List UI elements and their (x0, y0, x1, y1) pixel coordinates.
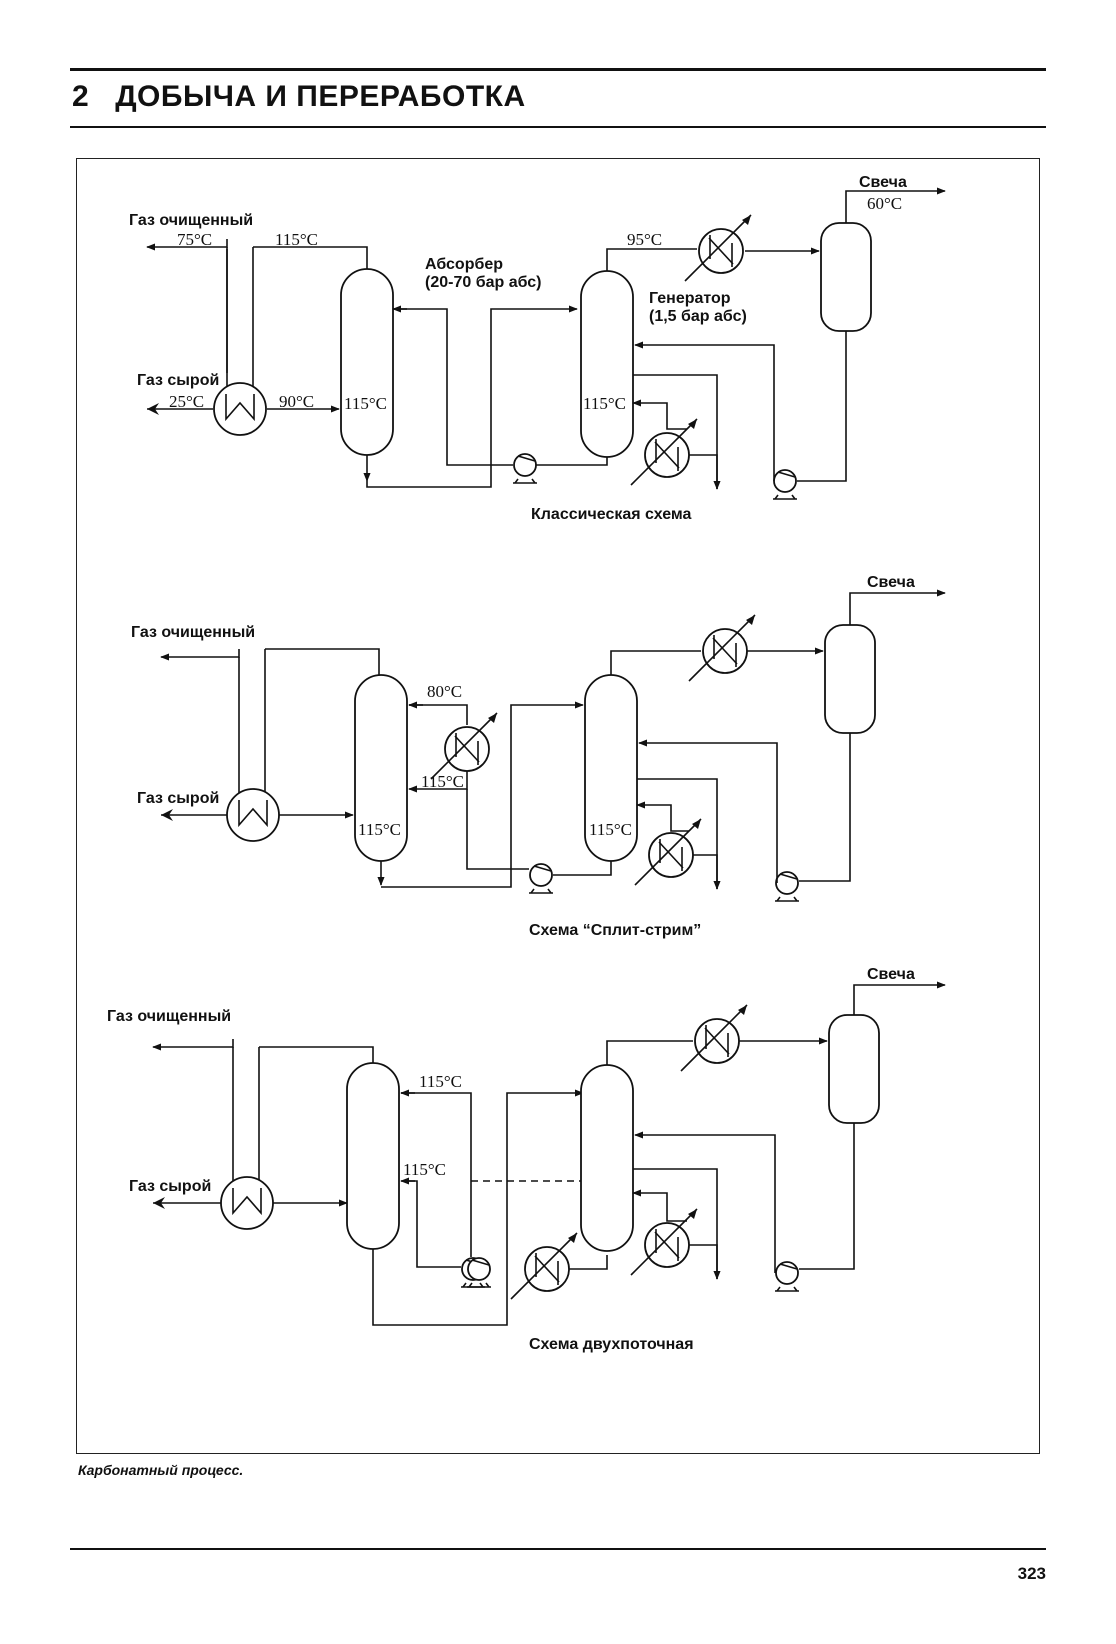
label-gas-clean: Газ очищенный (107, 1008, 231, 1025)
generator-column (580, 1064, 634, 1252)
temp-generator: 115°C (589, 820, 632, 839)
pump-icon (774, 871, 800, 902)
label-gas-clean: Газ очищенный (131, 624, 255, 641)
header-rule-bottom (70, 126, 1046, 128)
label-gas-raw: Газ сырой (137, 790, 219, 807)
scheme-classic (146, 187, 946, 500)
header-rule-top (70, 68, 1046, 71)
label-gas-clean: Газ очищенный (129, 212, 253, 229)
heat-exchanger-icon (213, 382, 267, 436)
temp-raw-in: 25°C (169, 392, 204, 411)
separator-drum (828, 1014, 880, 1124)
cooler-icon (630, 418, 698, 486)
absorber-column (346, 1062, 400, 1250)
temp-hx-out: 90°C (279, 392, 314, 411)
figure-caption: Карбонатный процесс. (78, 1462, 244, 1478)
temp-hx-top: 115°C (275, 230, 318, 249)
temp-lower: 115°C (403, 1160, 446, 1179)
label-gas-raw: Газ сырой (129, 1178, 211, 1195)
scheme-two-stream (152, 981, 946, 1326)
label-gas-raw: Газ сырой (137, 372, 219, 389)
cooler-icon (680, 1004, 748, 1072)
pump-icon (528, 863, 554, 894)
pump-icon (772, 469, 798, 500)
caption-classic: Классическая схема (531, 506, 692, 523)
caption-split-stream: Схема “Сплит-стрим” (529, 922, 701, 939)
generator-column (580, 270, 634, 458)
temp-generator: 115°C (583, 394, 626, 413)
temp-absorber: 115°C (344, 394, 387, 413)
cooler-icon (630, 1208, 698, 1276)
cooler-icon (684, 214, 752, 282)
label-generator: Генератор (649, 290, 731, 307)
label-candle: Свеча (867, 574, 915, 591)
scheme-split-stream (160, 589, 946, 902)
page-header: 2 ДОБЫЧА И ПЕРЕРАБОТКА (72, 80, 526, 114)
cooler-icon (430, 712, 498, 780)
label-candle: Свеча (867, 966, 915, 983)
separator-drum (820, 222, 872, 332)
absorber-column (340, 268, 394, 456)
page-number: 323 (1017, 1564, 1046, 1583)
cooler-icon (510, 1232, 578, 1300)
pump-icon (774, 1261, 800, 1292)
caption-two-stream: Схема двухпоточная (529, 1336, 694, 1353)
separator-drum (824, 624, 876, 734)
label-absorber: Абсорбер (425, 256, 503, 273)
cooler-icon (634, 818, 702, 886)
temp-absorber: 115°C (358, 820, 401, 839)
cooler-icon (688, 614, 756, 682)
temp-upper: 115°C (419, 1072, 462, 1091)
heat-exchanger-icon (220, 1176, 274, 1230)
temp-split-top: 80°C (427, 682, 462, 701)
temp-candle: 60°C (867, 194, 902, 213)
temp-split-mid: 115°C (421, 772, 464, 791)
label-candle: Свеча (859, 174, 907, 191)
chapter-number: 2 (72, 80, 90, 113)
label-generator-pressure: (1,5 бар абс) (649, 308, 747, 325)
pump-icon (512, 453, 538, 484)
pump-icon (466, 1257, 492, 1288)
process-diagram: Газ очищенный 75°C 115°C Газ сырой 25°C … (107, 174, 946, 1353)
process-figure: Газ очищенный 75°C 115°C Газ сырой 25°C … (76, 158, 1040, 1454)
temp-clean-out: 75°C (177, 230, 212, 249)
label-absorber-pressure: (20-70 бар абс) (425, 274, 542, 291)
chapter-title: ДОБЫЧА И ПЕРЕРАБОТКА (115, 80, 526, 113)
footer-rule (70, 1548, 1046, 1550)
heat-exchanger-icon (226, 788, 280, 842)
temp-generator-top: 95°C (627, 230, 662, 249)
